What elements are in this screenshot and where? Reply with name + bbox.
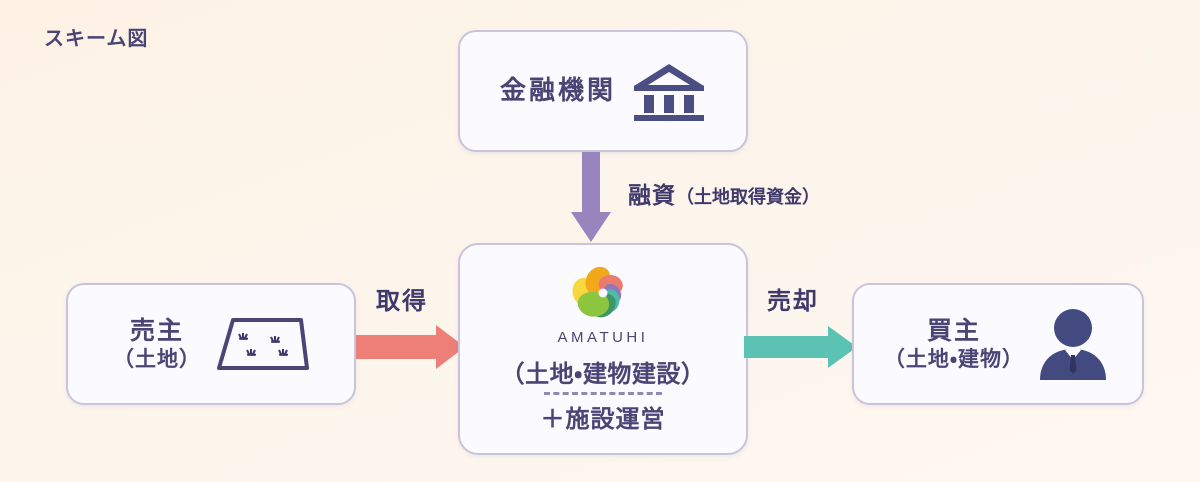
node-seller[interactable]: 売主 （土地） <box>66 283 356 405</box>
node-buyer-content: 買主 （土地・建物） <box>854 285 1142 403</box>
arrow-loan-label: 融資（土地取得資金） <box>628 176 820 210</box>
node-buyer-label-sub: （土地・建物） <box>883 347 1025 371</box>
node-buyer[interactable]: 買主 （土地・建物） <box>852 283 1144 405</box>
node-company-content: AMATUHI （土地・建物建設） ＋施設運営 <box>460 245 746 453</box>
node-buyer-label: 買主 （土地・建物） <box>884 315 1024 374</box>
arrow-acquire <box>356 325 466 369</box>
node-seller-label: 売主 （土地） <box>113 315 201 374</box>
arrow-acquire-label: 取得 <box>376 288 428 315</box>
node-company-label: （土地・建物建設） ＋施設運営 <box>501 354 706 434</box>
amatuhi-pinwheel-logo-icon <box>563 262 643 326</box>
node-financial-institution-label: 金融機関 <box>500 74 616 107</box>
arrow-sell <box>744 325 858 369</box>
node-company-label-line2: ＋施設運営 <box>540 406 666 433</box>
page-title: スキーム図 <box>44 28 149 50</box>
land-plot-icon <box>217 316 309 372</box>
node-financial-institution-content: 金融機関 <box>460 32 746 150</box>
arrow-loan <box>570 152 612 244</box>
company-divider <box>543 392 662 395</box>
arrow-loan-label-main: 融資 <box>628 182 676 208</box>
node-company-label-line1: （土地・建物建設） <box>500 361 706 388</box>
node-seller-content: 売主 （土地） <box>68 285 354 403</box>
node-buyer-label-main: 買主 <box>926 316 981 345</box>
bank-icon <box>632 59 706 123</box>
node-seller-label-main: 売主 <box>129 316 184 345</box>
node-financial-institution-label-main: 金融機関 <box>499 75 616 106</box>
brand-name: AMATUHI <box>557 329 649 346</box>
node-company-amatuhi[interactable]: AMATUHI （土地・建物建設） ＋施設運営 <box>458 243 748 455</box>
brand-block: AMATUHI <box>558 262 649 346</box>
node-seller-label-sub: （土地） <box>113 347 201 371</box>
arrow-sell-label: 売却 <box>767 288 819 315</box>
business-person-icon <box>1034 308 1112 380</box>
node-financial-institution[interactable]: 金融機関 <box>458 30 748 152</box>
arrow-loan-label-sub: （土地取得資金） <box>676 187 820 207</box>
